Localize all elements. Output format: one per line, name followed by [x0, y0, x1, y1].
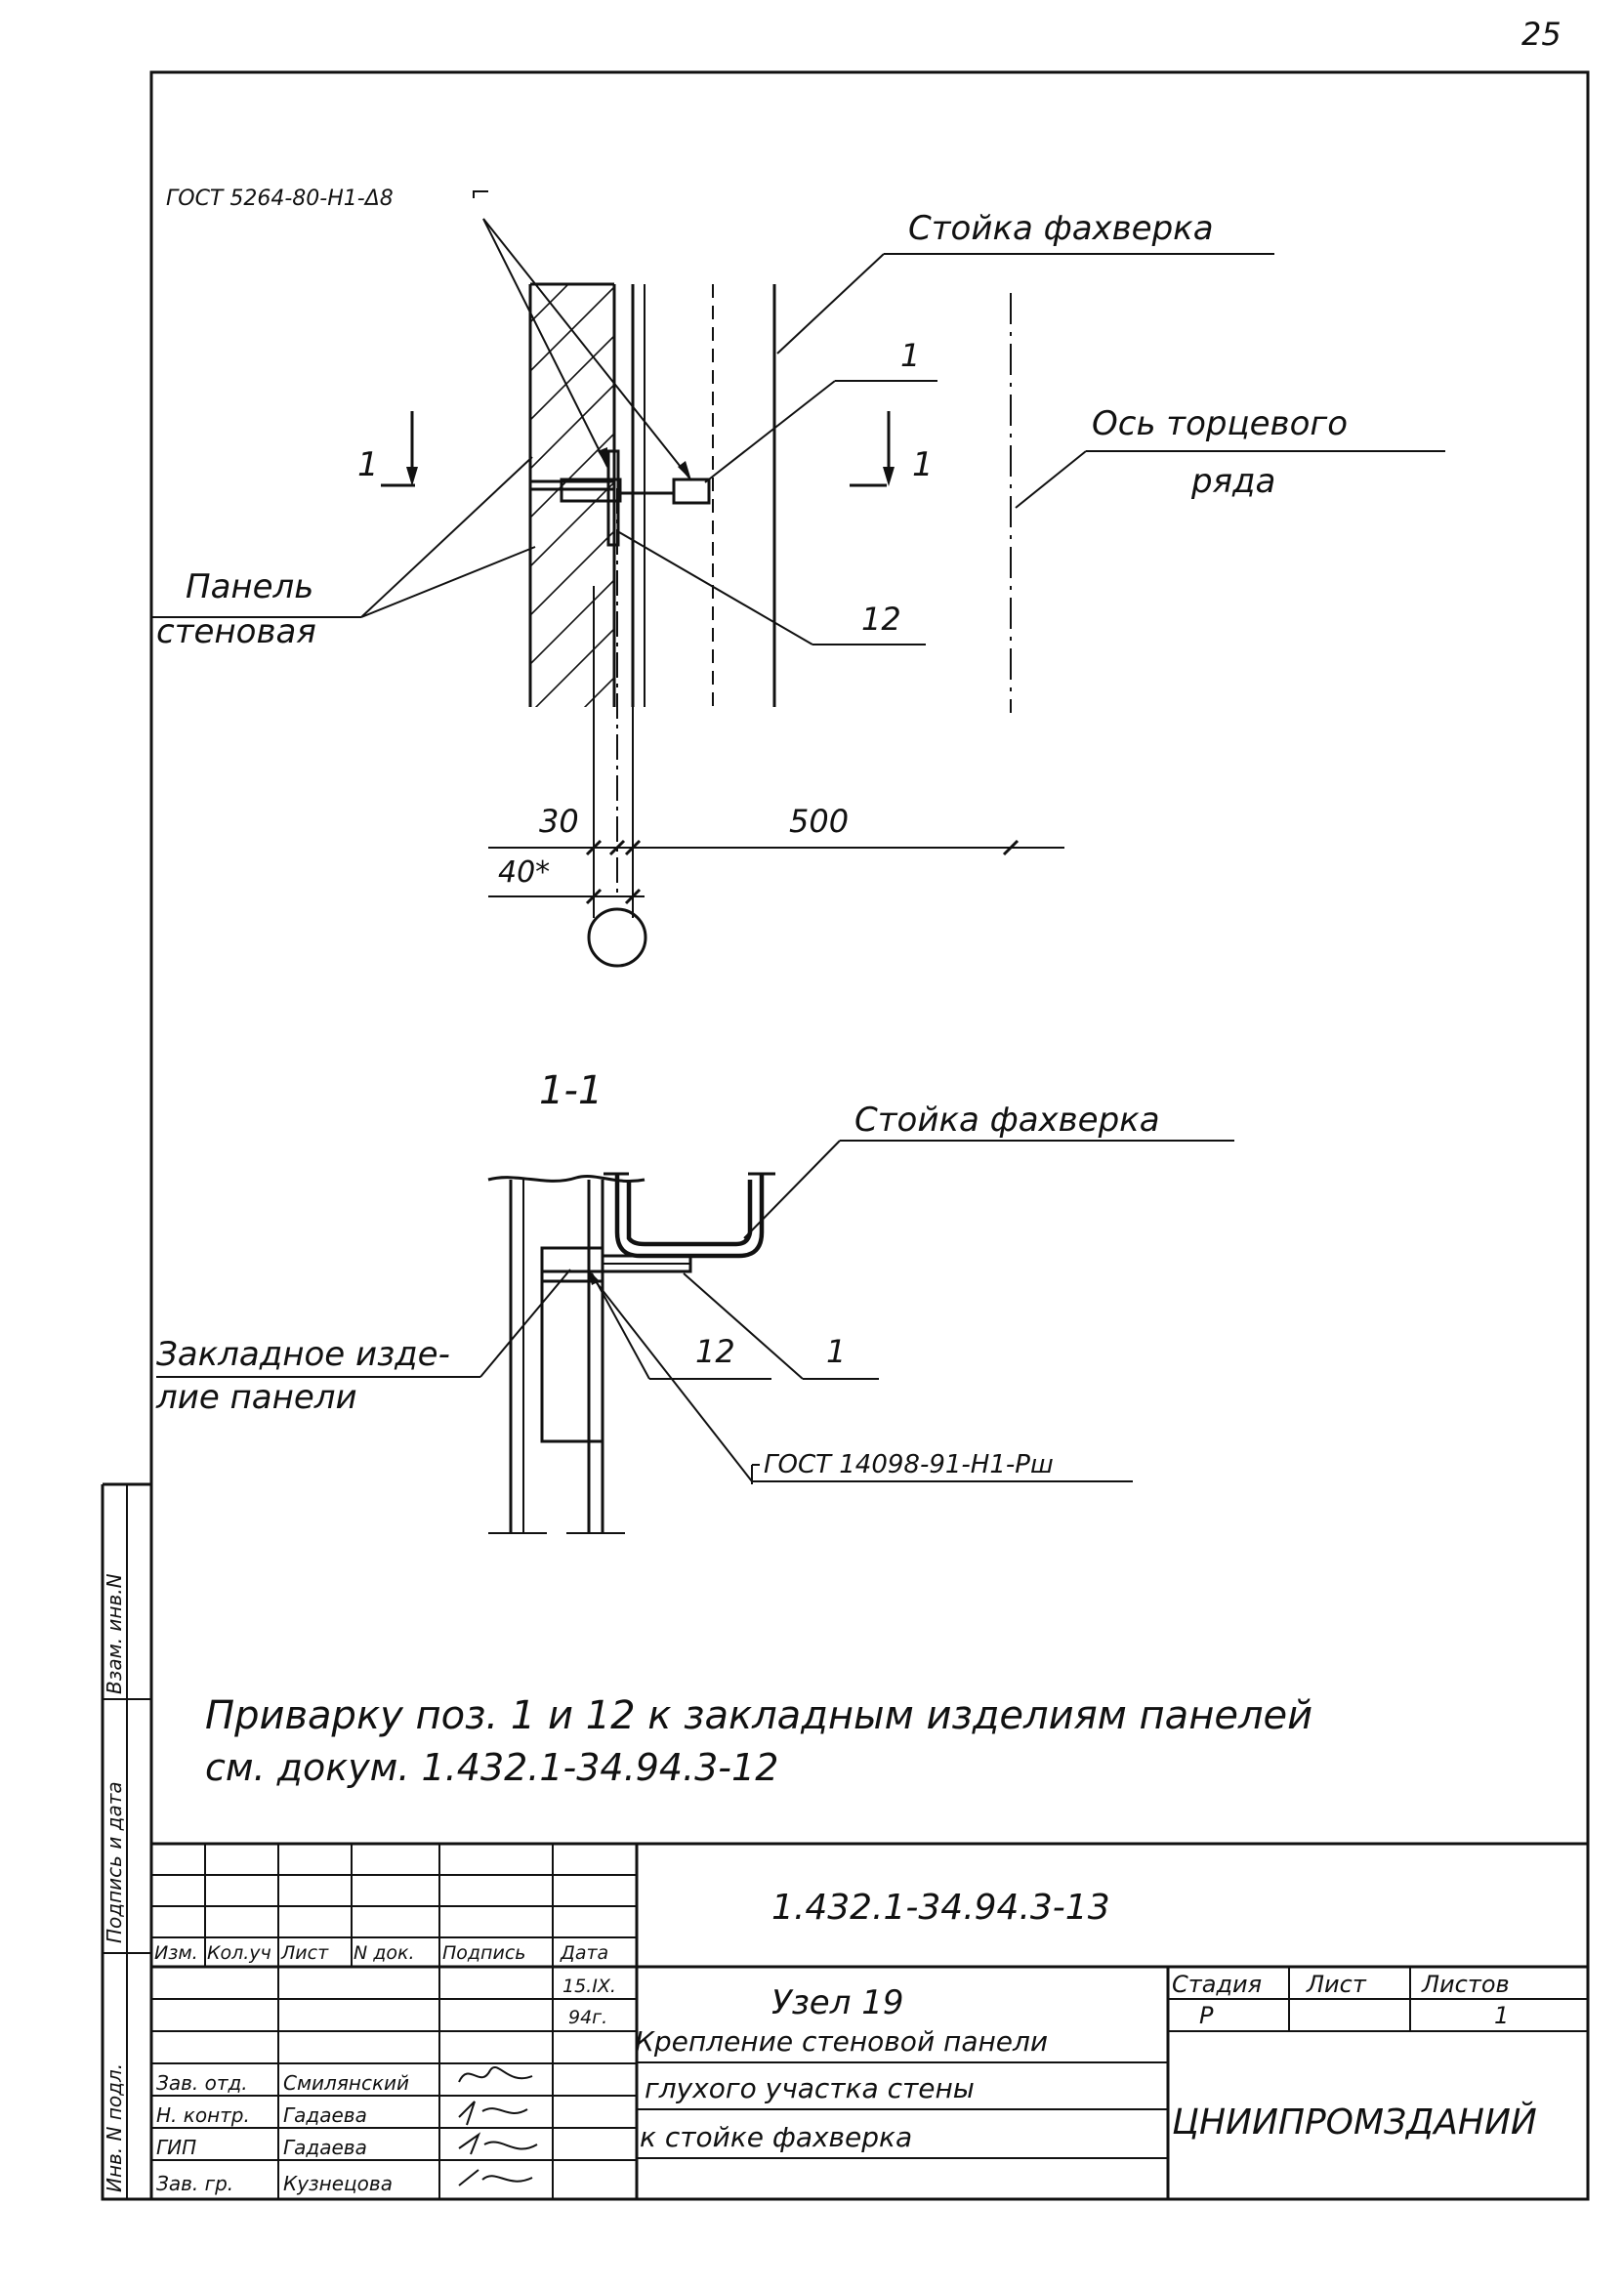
embedded-item-label: Закладное изде-: [156, 1335, 450, 1374]
svg-text:1: 1: [912, 445, 934, 484]
stage-value: Р: [1199, 2002, 1214, 2029]
section-faxwerk-label: Стойка фахверка: [854, 1101, 1160, 1140]
title-line-1: Крепление стеновой панели: [635, 2025, 1048, 2058]
svg-text:Изм.: Изм.: [154, 1942, 198, 1964]
svg-text:Дата: Дата: [560, 1942, 608, 1964]
node-title: Узел 19: [771, 1983, 904, 2022]
elevation-view: 1 1 ГОСТ 5264-80-Н1-Δ8 Стойка фахверка 1…: [151, 187, 1445, 968]
section-position-12: 12: [695, 1333, 735, 1370]
signatures: [458, 2066, 538, 2186]
name-row-4: Кузнецова: [283, 2172, 393, 2195]
name-row-3: Гадаева: [283, 2136, 367, 2159]
document-code: 1.432.1-34.94.3-13: [771, 1888, 1110, 1928]
wall-panel-label: Панель: [186, 567, 313, 606]
section-mark-left: 1: [357, 411, 418, 487]
side-stamps: Взам. инв.N Подпись и дата Инв. N подл.: [101, 1482, 151, 2201]
role-row-3: ГИП: [156, 2136, 196, 2159]
end-row-axis-label-2: ряда: [1190, 462, 1275, 501]
sheets-header: Листов: [1421, 1971, 1510, 1998]
position-12-label: 12: [861, 601, 901, 638]
stage-header: Стадия: [1172, 1971, 1262, 1998]
section-title: 1-1: [539, 1068, 603, 1113]
sheet-header: Лист: [1306, 1971, 1367, 1998]
date-line-2: 94г.: [568, 2007, 607, 2028]
wall-panel-label-2: стеновая: [156, 612, 316, 651]
svg-text:Подпись: Подпись: [442, 1942, 525, 1964]
section-view: 1-1 Стойка фахверка Закладное изде- лие …: [155, 1068, 1234, 1534]
title-line-2: глухого участка стены: [645, 2072, 975, 2104]
stamp-inventory-replace: Взам. инв.N: [103, 1573, 126, 1694]
embedded-item-label-2: лие панели: [155, 1378, 357, 1417]
organization-name: ЦНИИПРОМЗДАНИЙ: [1172, 2102, 1537, 2143]
stamp-inventory-original: Инв. N подл.: [103, 2063, 126, 2192]
wall-hatching: [530, 284, 614, 707]
dimensions: 30 500 40*: [488, 586, 1064, 918]
title-line-3: к стойке фахверка: [640, 2121, 912, 2153]
position-1-label: 1: [900, 337, 920, 374]
role-row-2: Н. контр.: [156, 2103, 250, 2127]
role-row-1: Зав. отд.: [156, 2071, 248, 2095]
section-position-1: 1: [826, 1333, 846, 1370]
section-mark-right: 1: [850, 411, 934, 487]
title-block: Изм. Кол.уч Лист N док. Подпись Дата 15.…: [151, 1842, 1588, 2199]
end-row-axis-label: Ось торцевого: [1092, 404, 1348, 443]
gost-bolt-label: ГОСТ 5264-80-Н1-Δ8: [166, 187, 394, 211]
svg-text:Кол.уч: Кол.уч: [207, 1942, 271, 1964]
drawing-frame: [149, 70, 1590, 2201]
note-line-2: см. докум. 1.432.1-34.94.3-12: [205, 1746, 778, 1789]
faxwerk-post-label: Стойка фахверка: [908, 209, 1214, 248]
gost-weld-label: ГОСТ 14098-91-Н1-Рш: [764, 1450, 1054, 1479]
dim-30: 30: [539, 803, 579, 840]
note-line-1: Приварку поз. 1 и 12 к закладным изделия…: [205, 1693, 1312, 1738]
name-row-2: Гадаева: [283, 2103, 367, 2127]
dim-500: 500: [789, 803, 849, 840]
page-number: 25: [1521, 16, 1562, 53]
note: Приварку поз. 1 и 12 к закладным изделия…: [205, 1693, 1312, 1789]
sheets-value: 1: [1494, 2002, 1509, 2029]
date-line-1: 15.IX.: [562, 1976, 616, 1997]
svg-text:Лист: Лист: [280, 1942, 329, 1964]
svg-text:N док.: N док.: [354, 1942, 415, 1964]
role-row-4: Зав. гр.: [156, 2172, 233, 2195]
axis-marker-circle: [587, 907, 647, 968]
name-row-1: Смилянский: [283, 2071, 409, 2095]
dim-40: 40*: [498, 855, 550, 890]
stamp-signature-date: Подпись и дата: [103, 1781, 126, 1943]
svg-text:1: 1: [357, 445, 379, 484]
